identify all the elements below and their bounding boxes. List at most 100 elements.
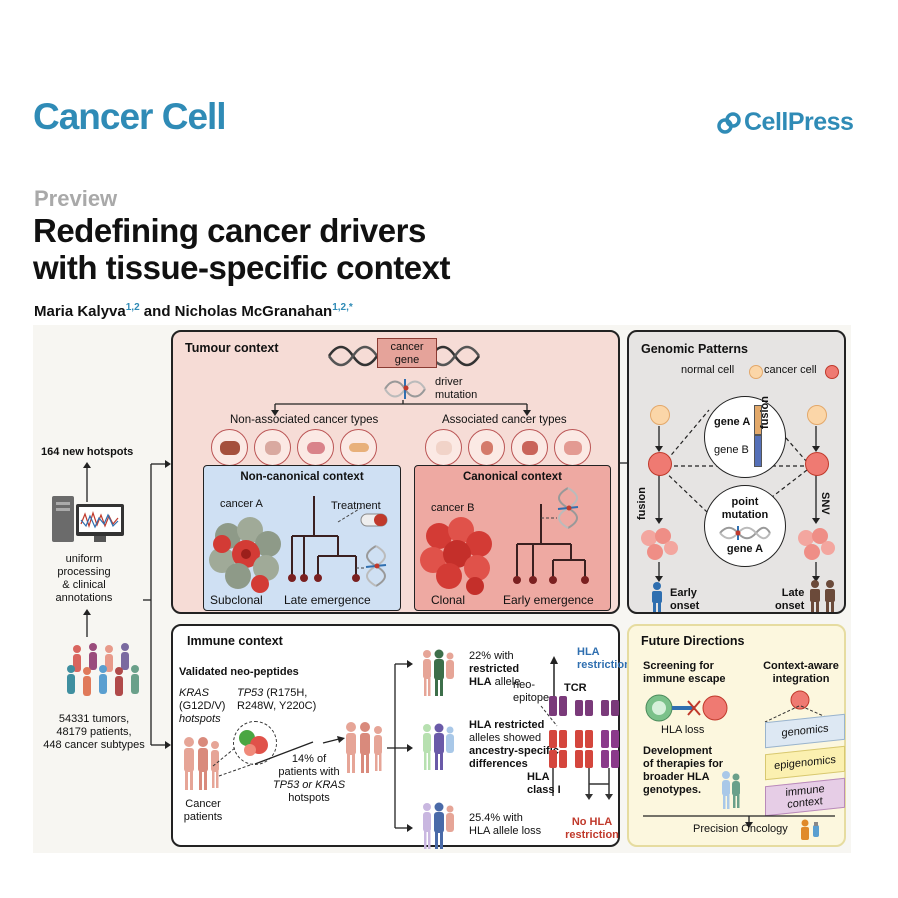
hla-restriction-label: HLA restriction [577, 646, 631, 672]
pct14-line-4: hotspots [288, 792, 330, 804]
hla-restriction-line-2: restriction [577, 659, 631, 671]
hla-restriction-line-1: HLA [577, 646, 600, 658]
p25-line-2: HLA allele loss [469, 825, 542, 837]
normal-cell-legend: normal cell [681, 364, 735, 376]
late-line-2: onset [775, 600, 805, 612]
tp53-label: TP53 (R175H, R248W, Y220C) [237, 687, 316, 713]
precision-oncology-arrows [643, 815, 835, 828]
precision-person-icon [801, 819, 819, 840]
processing-line-1: uniform [65, 553, 103, 565]
journal-name: Cancer Cell [33, 96, 227, 137]
author-2-affiliation: 1,2,* [332, 302, 353, 313]
fusion-detail-circle: gene A gene B fusion [704, 396, 786, 478]
author-1-affiliation: 1,2 [125, 302, 140, 313]
organ-prostate-icon [468, 429, 505, 466]
pill-icon [360, 513, 388, 527]
tumour-context-panel: Tumour context cancer gene driver mutati… [171, 330, 620, 614]
dna-icon [327, 345, 481, 367]
hlar-line-1: HLA restricted [469, 719, 545, 731]
organ-uterus-icon [297, 429, 334, 466]
fusion-side-label: fusion [636, 487, 648, 520]
immune-context-panel: Immune context Validated neo-peptides KR… [171, 624, 631, 849]
dev-line-4: genotypes. [643, 784, 702, 796]
pct-22-label: 22% with restricted HLA allele [469, 650, 520, 689]
no-hla-line-2: restriction [565, 829, 619, 841]
precision-oncology-label: Precision Oncology [693, 823, 788, 835]
late-onset-label: Late onset [775, 587, 804, 613]
author-2[interactable]: Nicholas McGranahan [174, 303, 333, 320]
title-line-1: Redefining cancer drivers [33, 212, 426, 249]
publisher-name: CellPress [744, 108, 854, 136]
immune-context-title: Immune context [187, 634, 283, 648]
canonical-context-box: Canonical context cancer B [414, 465, 611, 611]
layer-immune-context: immune context [765, 777, 845, 817]
late-tumour-cluster-icon [798, 528, 835, 560]
patients-line-1: Cancer [185, 798, 221, 810]
connector-bracket [143, 460, 171, 749]
patients-line-2: patients [183, 811, 223, 823]
cancer-cell-icon [825, 365, 839, 379]
point-line-2: mutation [721, 509, 769, 521]
fusion-gene-b-label: gene B [714, 444, 749, 456]
article-type: Preview [34, 186, 118, 211]
clonal-cell-cluster-icon [420, 517, 492, 595]
early-line-1: Early [670, 587, 697, 599]
point-gene-a-label: gene A [726, 543, 764, 555]
hla-class-line-2: class I [527, 784, 561, 796]
associated-label: Associated cancer types [442, 414, 567, 426]
early-emergence-label: Early emergence [503, 593, 594, 607]
integration-cell-icon [790, 690, 810, 710]
hla-class-line-1: HLA [527, 771, 550, 783]
dev-line-2: of therapies for [643, 758, 724, 770]
hlar-line-4: differences [469, 758, 528, 770]
neo-line-2: epitope [513, 692, 550, 704]
driver-mutation-icon [384, 379, 426, 399]
publisher-logo: CellPress [717, 108, 854, 137]
late-mutation-dna-icon [365, 545, 387, 587]
development-label: Development of therapies for broader HLA… [643, 745, 723, 797]
layer-epigenomics: epigenomics [765, 745, 845, 781]
split-arrows [271, 400, 531, 416]
canonical-title: Canonical context [462, 471, 563, 483]
author-join: and [139, 303, 175, 320]
people-icon [67, 643, 139, 696]
patient-subset-icon [346, 722, 382, 773]
early-tumour-cluster-icon [641, 528, 678, 560]
normal-cell-icon [749, 365, 763, 379]
cancer-cell-legend: cancer cell [764, 364, 817, 376]
pct14-line-2: patients with [278, 766, 340, 778]
cohort-line-1: 54331 tumors, [58, 713, 130, 725]
context-aware-label: Context-aware integration [755, 660, 847, 686]
point-mutation-dna-icon [719, 526, 771, 540]
organ-breast-icon [425, 429, 462, 466]
early-phylogenetic-tree-icon [513, 504, 589, 584]
arrow-up-processing [83, 609, 91, 637]
early-mutation-dna-icon [557, 487, 579, 529]
genomic-patterns-title: Genomic Patterns [641, 342, 748, 356]
author-1[interactable]: Maria Kalyva [34, 303, 126, 320]
non-associated-label: Non-associated cancer types [230, 414, 379, 426]
subclonal-label: Subclonal [210, 593, 263, 607]
non-canonical-title: Non-canonical context [240, 471, 364, 483]
zoom-dashes [212, 741, 314, 777]
treatment-label: Treatment [331, 500, 381, 512]
branch-arrows [387, 660, 413, 832]
pct-14-label: 14% of patients with TP53 or KRAS hotspo… [269, 753, 349, 805]
snv-side-label: SNV [819, 492, 831, 515]
neoepitope-label: neo- epitope [513, 679, 549, 705]
pct14-line-1: 14% of [291, 753, 327, 765]
cancer-gene-line-1: cancer [390, 341, 424, 353]
tumour-zoom-circle [233, 721, 277, 765]
neo-line-1: neo- [513, 679, 536, 691]
cancer-cell-right-icon [805, 452, 829, 476]
hlar-line-2: alleles showed [469, 732, 542, 744]
cancer-b-label: cancer B [431, 502, 475, 514]
kras-mutation: (G12D/V) [179, 700, 226, 712]
organ-stomach-icon [511, 429, 548, 466]
tp53-mutation-2: R248W, Y220C) [237, 700, 317, 712]
hla-loss-label: HLA loss [661, 724, 705, 736]
cancer-patients-icon [184, 737, 219, 790]
article-title: Redefining cancer drivers with tissue-sp… [33, 212, 633, 286]
hla-class-label: HLA class I [527, 771, 561, 797]
diverse-people-icon [722, 771, 740, 809]
